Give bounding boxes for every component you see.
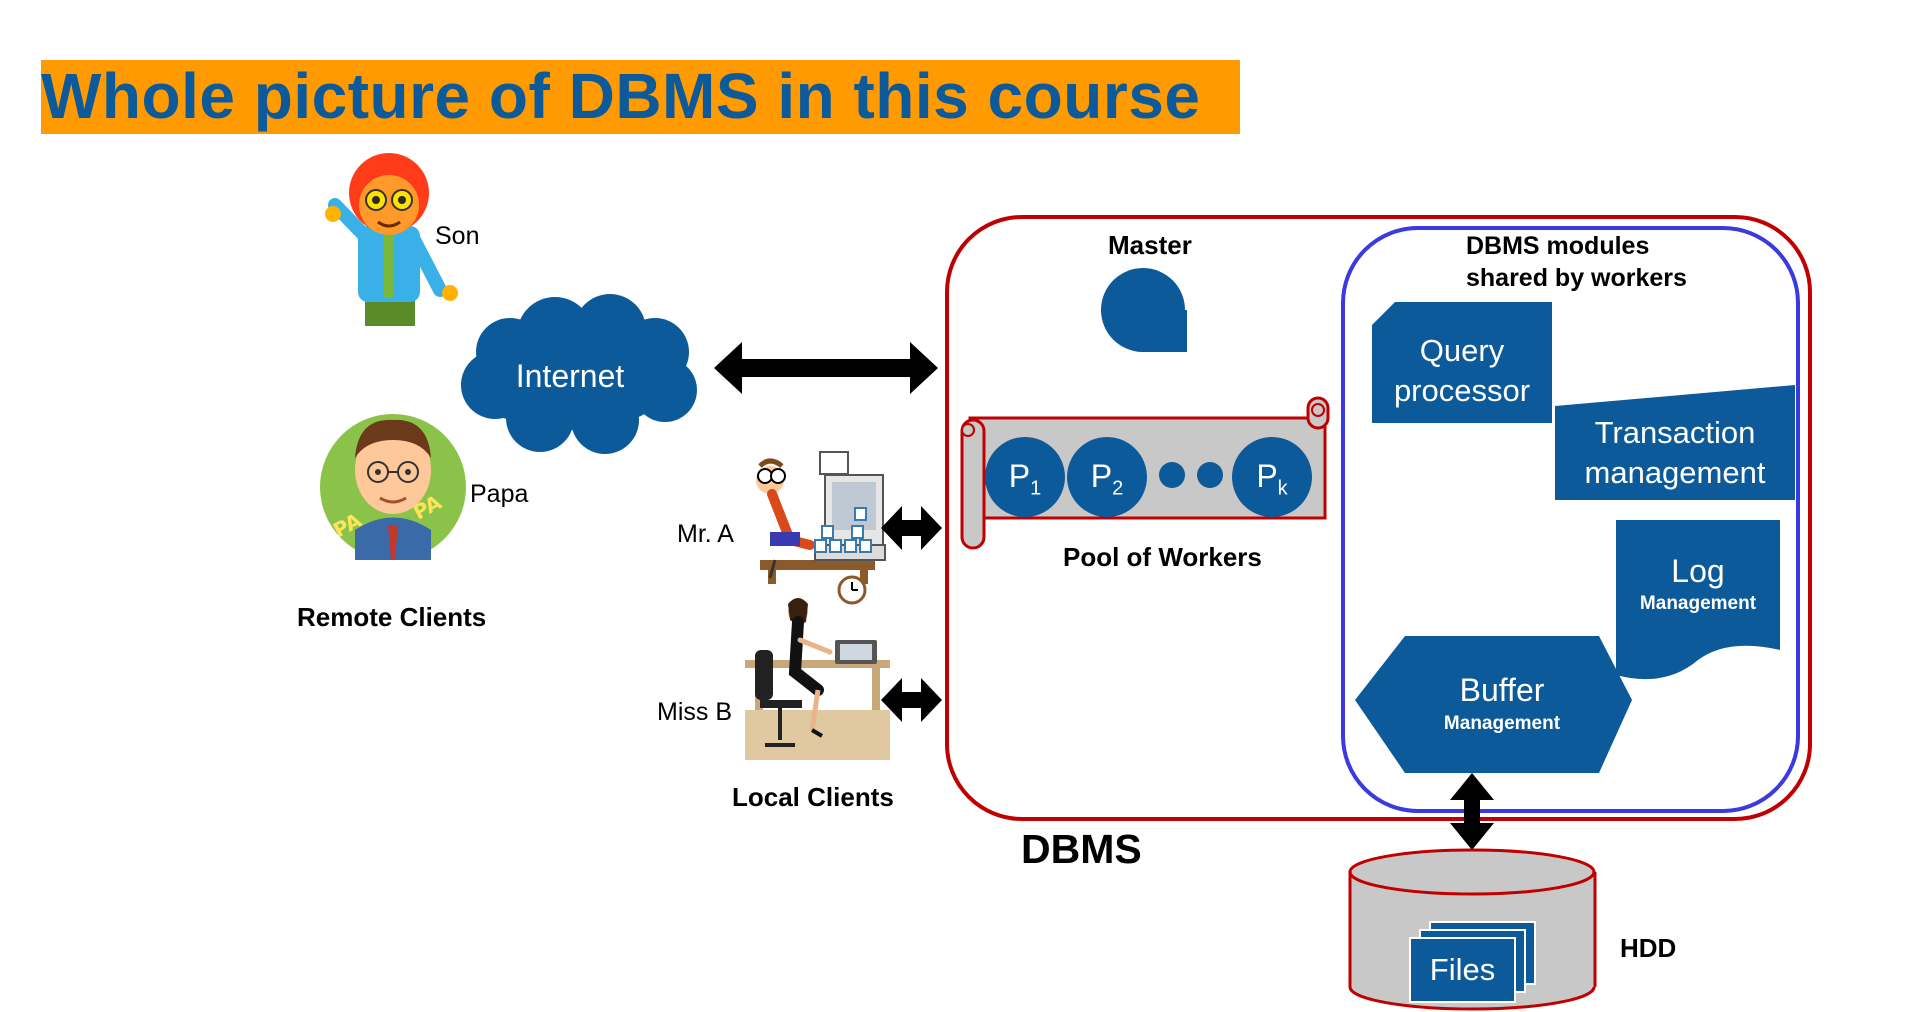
master-icon bbox=[1101, 268, 1187, 352]
mr-a-desk-icon bbox=[756, 451, 886, 605]
local-clients-label: Local Clients bbox=[732, 782, 894, 812]
dbms-boundary bbox=[945, 215, 1812, 821]
log-title: Log bbox=[1671, 553, 1725, 589]
worker-2-circle bbox=[1067, 437, 1147, 517]
query-processor-line1: Query bbox=[1419, 333, 1505, 368]
title-highlight bbox=[41, 60, 1240, 134]
internet-cloud-icon bbox=[461, 294, 697, 454]
log-management-shape bbox=[1616, 520, 1780, 680]
log-subtitle: Management bbox=[1639, 593, 1757, 614]
worker-k-label: Pk bbox=[1256, 458, 1288, 500]
modules-title-line2: shared by workers bbox=[1466, 264, 1687, 292]
transaction-management-shape bbox=[1555, 385, 1795, 500]
ellipsis-dot bbox=[1197, 462, 1223, 488]
pool-of-workers-label: Pool of Workers bbox=[1063, 542, 1262, 572]
query-processor-shape bbox=[1372, 302, 1552, 423]
buffer-hdd-arrow bbox=[1450, 773, 1494, 850]
son-label: Son bbox=[435, 222, 480, 250]
worker-2-label: P2 bbox=[1090, 458, 1124, 500]
buffer-management-shape bbox=[1355, 636, 1632, 773]
miss-b-label: Miss B bbox=[657, 698, 732, 726]
buffer-subtitle: Management bbox=[1443, 713, 1561, 734]
ellipsis-dot bbox=[1159, 462, 1185, 488]
files-label: Files bbox=[1429, 952, 1496, 987]
internet-label: Internet bbox=[515, 358, 625, 394]
query-processor-line2: processor bbox=[1393, 373, 1531, 408]
miss-b-dbms-arrow bbox=[881, 678, 942, 722]
files-icon bbox=[1409, 921, 1536, 1003]
miss-b-desk-icon bbox=[745, 598, 890, 760]
master-label: Master bbox=[1108, 230, 1192, 260]
mr-a-dbms-arrow bbox=[881, 506, 942, 550]
son-icon bbox=[325, 153, 458, 326]
remote-clients-label: Remote Clients bbox=[297, 602, 487, 632]
worker-1-label: P1 bbox=[1008, 458, 1042, 500]
modules-boundary bbox=[1341, 226, 1800, 813]
buffer-title: Buffer bbox=[1459, 672, 1545, 708]
internet-dbms-arrow bbox=[714, 342, 938, 394]
papa-icon: PA PA bbox=[320, 414, 466, 560]
page-title: Whole picture of DBMS in this course bbox=[41, 60, 1201, 132]
dbms-label: DBMS bbox=[1021, 826, 1142, 872]
mr-a-label: Mr. A bbox=[677, 520, 734, 548]
worker-k-circle bbox=[1232, 437, 1312, 517]
modules-title-line1: DBMS modules bbox=[1466, 232, 1650, 260]
worker-1-circle bbox=[985, 437, 1065, 517]
hdd-label: HDD bbox=[1620, 933, 1677, 963]
papa-label: Papa bbox=[470, 480, 529, 508]
transaction-line1: Transaction bbox=[1594, 415, 1756, 450]
transaction-line2: management bbox=[1584, 455, 1766, 490]
worker-pool-scroll bbox=[960, 396, 1330, 550]
